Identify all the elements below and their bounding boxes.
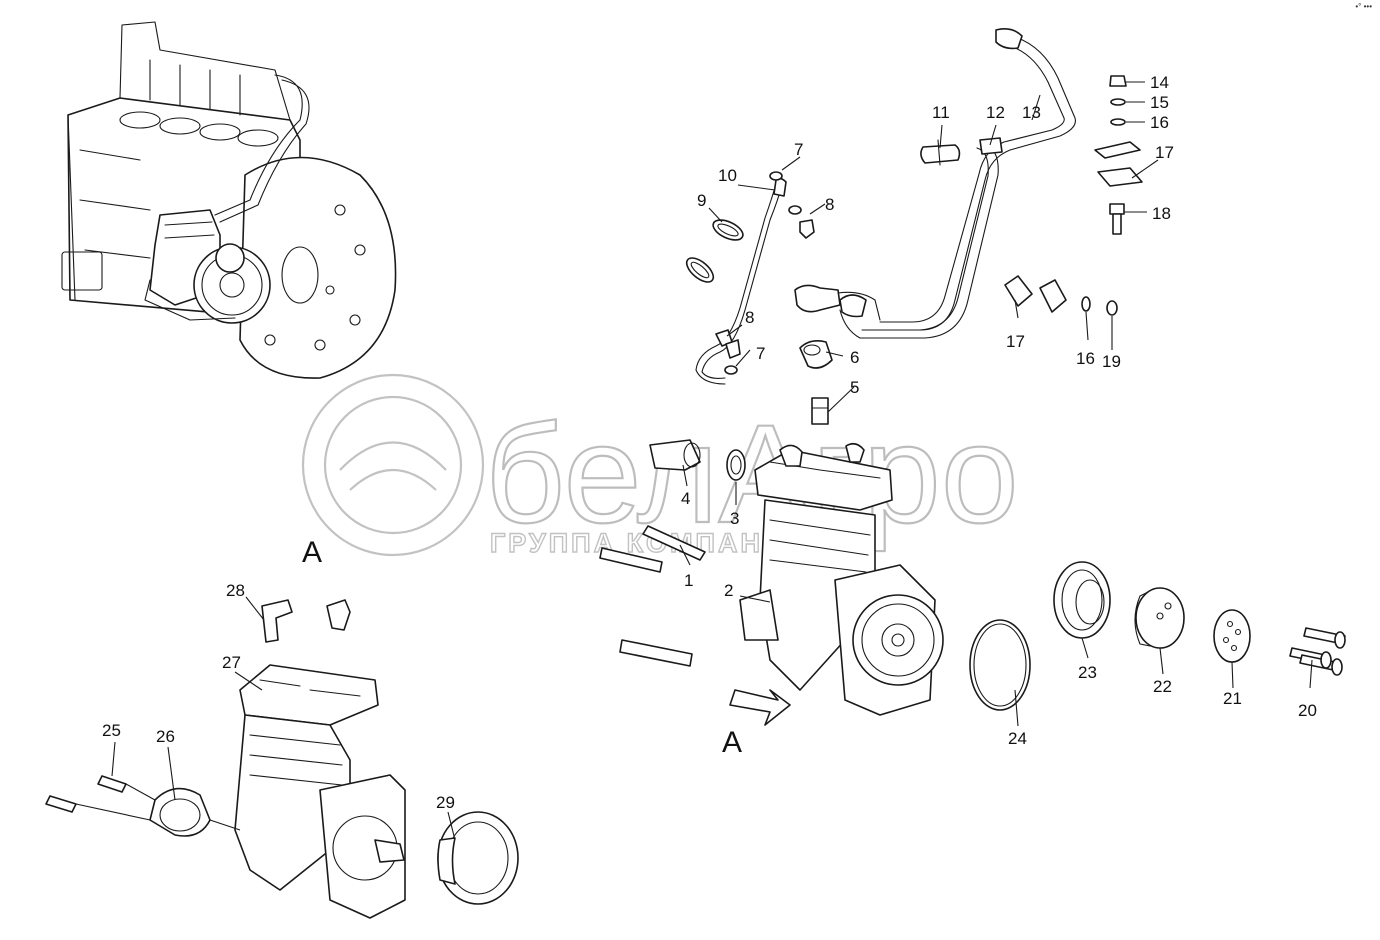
fitting-11 (920, 144, 961, 164)
washer-7-bottom (724, 365, 738, 375)
callout-13: 13 (1022, 103, 1041, 122)
callout-4: 4 (681, 489, 690, 508)
clamp-9 (712, 219, 744, 241)
bolts-20 (1289, 627, 1346, 676)
engine-assembly (61, 21, 397, 379)
washer-16-top (1110, 118, 1126, 126)
view-label-a-arrow: A (722, 726, 742, 759)
cover-26 (149, 787, 211, 837)
bolt-25-top (97, 775, 127, 793)
washer-7-top (769, 171, 783, 181)
callout-10: 10 (718, 166, 737, 185)
nut-14 (1109, 75, 1127, 87)
leader-lines (111, 81, 1313, 841)
hardware-group (1004, 75, 1143, 316)
callout-29: 29 (436, 793, 455, 812)
bolt-8-top (788, 205, 815, 239)
callout-1: 1 (684, 571, 693, 590)
watermark: белАгро ГРУППА КОМПАНИЙ (301, 373, 1020, 559)
pipe-10 (695, 177, 787, 385)
callout-17-bottom: 17 (1006, 332, 1025, 351)
callout-8-bottom: 8 (745, 308, 754, 327)
callout-8-top: 8 (825, 195, 834, 214)
gear-23 (1053, 561, 1111, 639)
fitting-5 (811, 397, 829, 425)
bolt-1-bottom (619, 639, 693, 667)
washer-15 (1110, 98, 1126, 106)
view-label-a-left: A (302, 536, 322, 569)
plate-21 (1213, 609, 1251, 663)
elbow-28 (261, 599, 351, 643)
main-compressor (599, 397, 944, 726)
gasket-3 (726, 449, 746, 481)
callout-22: 22 (1153, 677, 1172, 696)
callout-2: 2 (724, 581, 733, 600)
callout-12: 12 (986, 103, 1005, 122)
callout-3: 3 (730, 509, 739, 528)
pipe-12 (794, 137, 1003, 339)
callout-7-bottom: 7 (756, 344, 765, 363)
callout-26: 26 (156, 727, 175, 746)
washer-16-bottom (1081, 296, 1091, 312)
gear-train-parts (969, 561, 1346, 711)
o-ring-24 (969, 619, 1031, 711)
callout-18: 18 (1152, 204, 1171, 223)
callout-24: 24 (1008, 729, 1027, 748)
view-a-compressor (45, 599, 519, 919)
watermark-brand: белАгро (485, 395, 1019, 552)
callout-21: 21 (1223, 689, 1242, 708)
callout-7-top: 7 (794, 140, 803, 159)
callout-16-bottom: 16 (1076, 349, 1095, 368)
plate-17-bottom (1004, 275, 1033, 307)
pipe-group (685, 28, 1076, 385)
bolt-8-bottom (715, 329, 741, 359)
gear-29 (437, 811, 519, 905)
plate-17-top (1094, 141, 1141, 159)
callout-23: 23 (1078, 663, 1097, 682)
hub-22 (1134, 587, 1185, 649)
watermark-subtitle: ГРУППА КОМПАНИЙ (490, 527, 808, 558)
bolt-1-top (642, 525, 706, 561)
callout-17-top: 17 (1155, 143, 1174, 162)
callout-19: 19 (1102, 352, 1121, 371)
callout-14: 14 (1150, 73, 1169, 92)
bolt-18 (1109, 203, 1125, 235)
callout-20: 20 (1298, 701, 1317, 720)
callout-15: 15 (1150, 93, 1169, 112)
corner-mark: •° ••• (1355, 2, 1372, 11)
callout-11: 11 (932, 103, 950, 122)
callout-28: 28 (226, 581, 245, 600)
callout-16-top: 16 (1150, 113, 1169, 132)
fitting-4 (649, 439, 701, 471)
callout-numbers: 1 2 3 4 5 6 7 7 8 8 9 10 11 12 13 14 15 … (102, 73, 1317, 812)
pipe-13 (879, 28, 1076, 331)
callout-25: 25 (102, 721, 121, 740)
bolt-25-bottom (45, 795, 77, 813)
callout-9: 9 (697, 191, 706, 210)
watermark-logo (301, 373, 485, 557)
callout-27: 27 (222, 653, 241, 672)
nut-19 (1106, 300, 1118, 316)
view-arrow (729, 689, 791, 726)
callout-6: 6 (850, 348, 859, 367)
callout-5: 5 (850, 378, 859, 397)
